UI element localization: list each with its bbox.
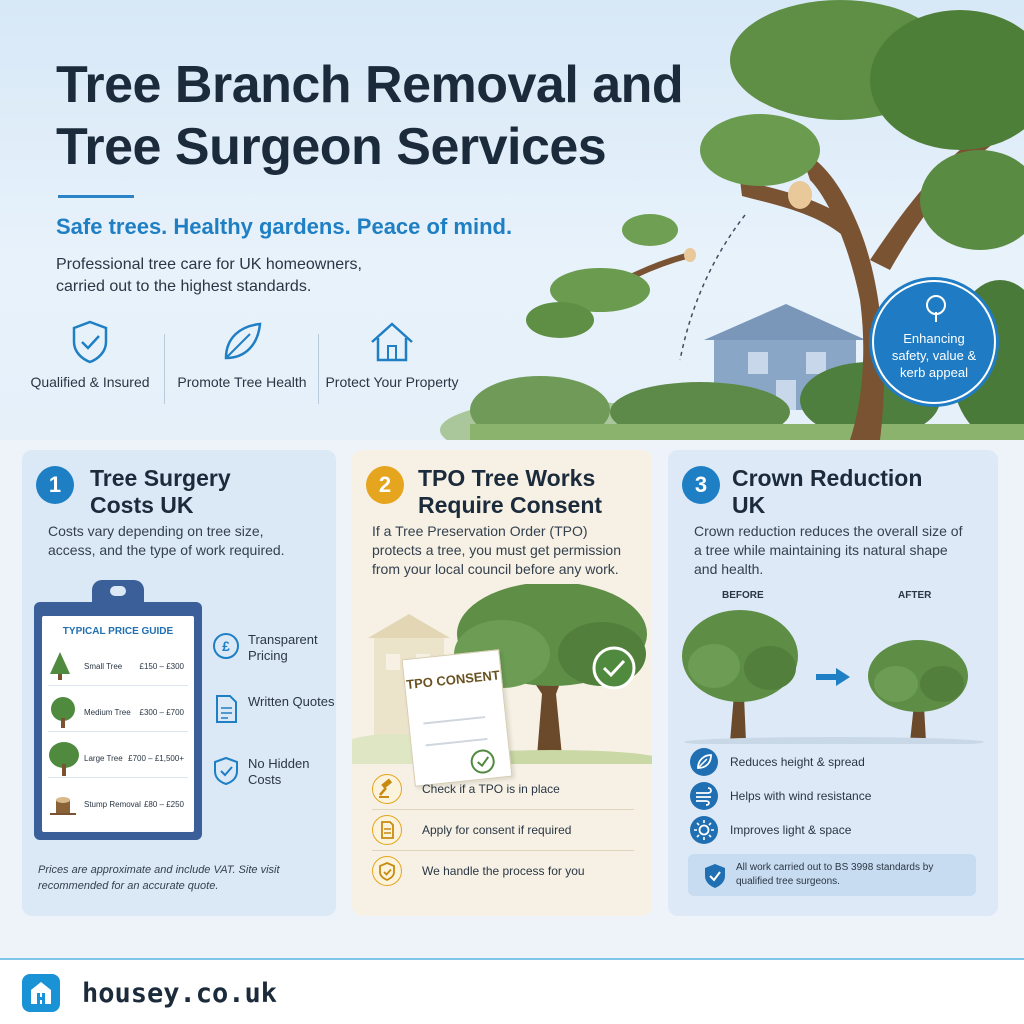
leaf-icon [690,748,718,776]
price-guide-title: TYPICAL PRICE GUIDE [62,626,174,637]
card-crown-reduction: 3 Crown Reduction UK Crown reduction red… [668,450,998,916]
stump-icon [50,797,76,815]
house-icon [371,322,413,362]
before-label: BEFORE [722,590,764,601]
tpo-step: Check if a TPO is in place [372,770,634,810]
benefit-label: Improves light & space [730,823,852,837]
tpo-step-label: We handle the process for you [422,864,585,878]
hero-illustration [440,0,1024,440]
large-tree-icon [49,742,79,776]
feature-label: Qualified & Insured [30,374,150,390]
price-value: £300 – £700 [139,708,185,717]
tpo-step: We handle the process for you [372,852,634,892]
price-name: Small Tree [84,662,123,671]
card-title: Crown Reduction UK [732,465,923,518]
feature-qualified: Qualified & Insured [20,320,160,391]
benefit-label: Helps with wind resistance [730,789,872,803]
tpo-step-label: Apply for consent if required [422,823,572,837]
medium-tree-icon [51,697,75,728]
pound-icon: £ [213,633,239,659]
price-row: Large Tree £700 – £1,500+ [48,738,188,778]
after-label: AFTER [898,590,932,601]
card-tpo-consent: 2 TPO Tree Works Require Consent If a Tr… [352,450,652,916]
housey-logo-icon [22,974,60,1012]
hero-description: Professional tree care for UK homeowners… [56,256,362,295]
card-text: If a Tree Preservation Order (TPO) prote… [372,523,621,577]
card-title: TPO Tree Works Require Consent [418,465,603,518]
card-title: Tree Surgery Costs UK [90,465,231,518]
card-text: Costs vary depending on tree size, acces… [48,523,285,558]
feature-label: Protect Your Property [325,374,459,390]
side-feature-label: No Hidden Costs [248,756,310,787]
feature-divider [318,334,319,404]
step-number: 3 [682,466,720,504]
small-tree-icon [50,652,70,680]
document-lines [423,716,488,747]
badge-text: Enhancing safety, value & kerb appeal [891,331,977,380]
tpo-step-label: Check if a TPO is in place [422,782,560,796]
price-row: Small Tree £150 – £300 [48,646,188,686]
benefit-item: Reduces height & spread [690,748,970,778]
price-note: Prices are approximate and include VAT. … [38,864,280,892]
price-value: £150 – £300 [139,662,185,671]
leaf-icon [224,322,262,360]
tree-icon [926,295,946,322]
page-title: Tree Branch Removal and Tree Surgeon Ser… [56,56,684,176]
site-url-link[interactable]: housey.co.uk [82,978,278,1009]
wind-icon [690,782,718,810]
footer: housey.co.uk [0,958,1024,1024]
clipboard-clip [92,580,144,614]
document-icon [372,815,402,845]
feature-divider [164,334,165,404]
title-divider [58,195,134,198]
benefit-item: Improves light & space [690,816,970,846]
shield-check-icon [72,320,108,364]
svg-text:£: £ [222,638,230,654]
hero-tagline: Safe trees. Healthy gardens. Peace of mi… [56,214,513,239]
hero-section: Tree Branch Removal and Tree Surgeon Ser… [0,0,1024,440]
feature-label: Promote Tree Health [177,374,307,390]
price-name: Stump Removal [84,800,141,809]
benefit-label: Reduces height & spread [730,755,865,769]
price-name: Medium Tree [84,708,131,717]
price-row: Stump Removal £80 – £250 [48,784,188,824]
side-feature-label: Transparent Pricing [248,632,318,663]
price-name: Large Tree [84,754,123,763]
price-value: £80 – £250 [143,800,184,809]
side-feature-label: Written Quotes [248,694,335,709]
gavel-icon [372,774,402,804]
price-value: £700 – £1,500+ [128,754,184,763]
document-icon [216,695,237,723]
card-text: Crown reduction reduces the overall size… [694,523,963,577]
tpo-document-label: TPO CONSENT [405,667,501,693]
card-tree-surgery-costs: 1 Tree Surgery Costs UK Costs vary depen… [22,450,336,916]
shield-check-icon [214,756,238,786]
price-row: Medium Tree £300 – £700 [48,692,188,732]
standards-box: All work carried out to BS 3998 standard… [688,854,976,896]
step-number: 2 [366,466,404,504]
step-number: 1 [36,466,74,504]
feature-protect-property: Protect Your Property [322,320,462,391]
price-guide-clipboard: TYPICAL PRICE GUIDE Small Tree £150 – £3… [34,580,202,840]
benefit-item: Helps with wind resistance [690,782,970,812]
price-guide-sheet: TYPICAL PRICE GUIDE Small Tree £150 – £3… [42,616,194,832]
sun-icon [690,816,718,844]
tpo-document: TPO CONSENT [401,649,513,787]
crown-reduction-illustration [682,610,984,744]
feature-tree-health: Promote Tree Health [172,320,312,391]
value-badge: Enhancing safety, value & kerb appeal [872,280,996,404]
standards-text: All work carried out to BS 3998 standard… [736,862,934,887]
shield-check-icon [372,856,402,886]
check-circle-icon [470,749,495,774]
tpo-step: Apply for consent if required [372,811,634,851]
shield-check-icon [705,864,725,888]
